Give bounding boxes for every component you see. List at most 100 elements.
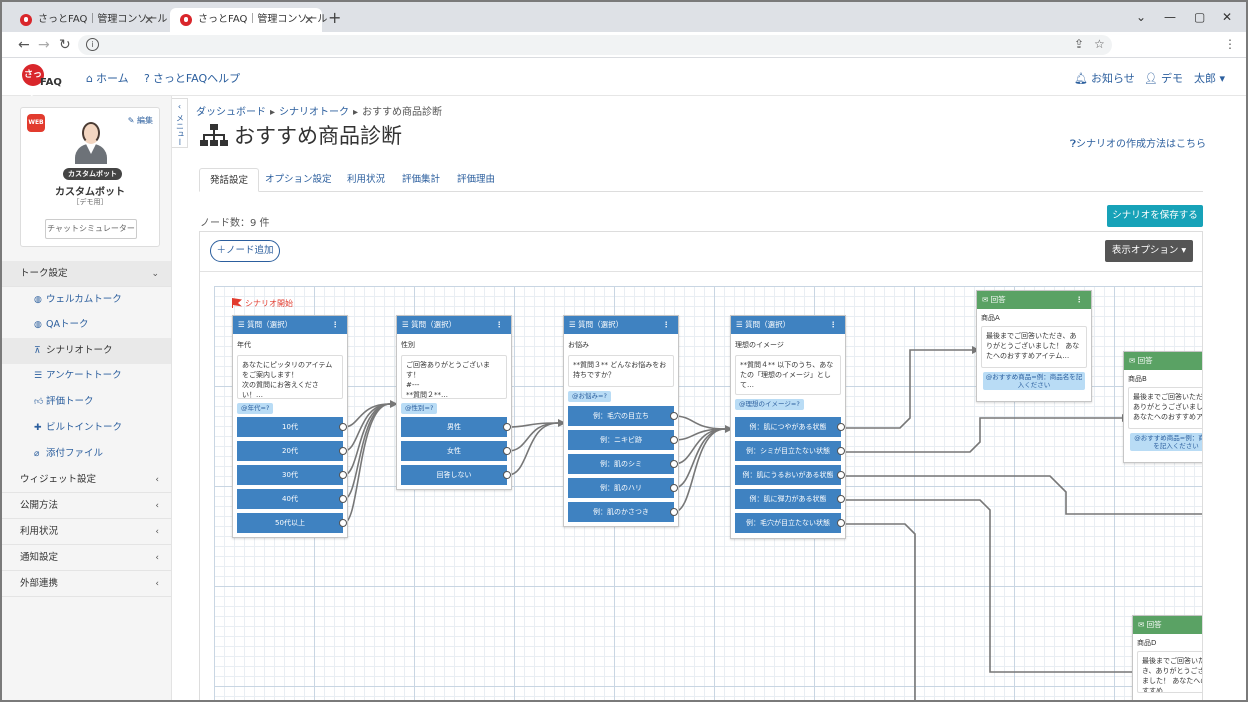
browser-tab-1[interactable]: さっとFAQ｜管理コンソール ✕ xyxy=(10,8,167,32)
option-firmness[interactable]: 例：肌のハリ xyxy=(568,478,678,498)
scenario-help-link[interactable]: ❓︎シナリオの作成方法はこちら xyxy=(1070,139,1207,150)
connector-handle[interactable] xyxy=(670,484,678,492)
node-menu-icon[interactable]: ⋮ xyxy=(1075,295,1084,304)
sidebar-item-qa[interactable]: ◍QAトーク xyxy=(2,312,171,338)
connector-handle[interactable] xyxy=(837,423,845,431)
option-female[interactable]: 女性 xyxy=(401,441,511,461)
option-50s-plus[interactable]: 50代以上 xyxy=(237,513,347,533)
tab-search-icon[interactable]: ⌄ xyxy=(1136,10,1147,24)
question-node-ideal[interactable]: ☰ 質問（選択）⋮ 理想のイメージ **質問４** 以下のうち、あなたの「理想の… xyxy=(730,315,846,539)
connector-handle[interactable] xyxy=(503,471,511,479)
node-menu-icon[interactable]: ⋮ xyxy=(662,320,671,329)
node-menu-icon[interactable]: ⋮ xyxy=(495,320,504,329)
option-no-answer[interactable]: 回答しない xyxy=(401,465,511,485)
menu-section-talk[interactable]: トーク設定⌄ xyxy=(2,261,171,287)
user-menu[interactable]: 👤︎デモ 太郎 ▾ xyxy=(1144,72,1225,85)
connector-handle[interactable] xyxy=(339,495,347,503)
connector-handle[interactable] xyxy=(837,447,845,455)
answer-node-d[interactable]: ✉ 回答 商品D 最後までご回答いただき、ありがとうございました！ あなたへのお… xyxy=(1132,615,1202,700)
breadcrumb-scenario[interactable]: シナリオトーク xyxy=(279,107,350,118)
node-variable: @年代=? xyxy=(237,403,274,414)
tab-utterance[interactable]: 発話設定 xyxy=(199,168,260,192)
connector-handle[interactable] xyxy=(339,447,347,455)
connector-handle[interactable] xyxy=(503,423,511,431)
menu-section-publish[interactable]: 公開方法‹ xyxy=(2,493,171,519)
connector-handle[interactable] xyxy=(837,519,845,527)
tab-options[interactable]: オプション設定 xyxy=(265,174,332,185)
menu-section-usage[interactable]: 利用状況‹ xyxy=(2,519,171,545)
minimize-icon[interactable]: — xyxy=(1164,10,1176,24)
connector-handle[interactable] xyxy=(670,412,678,420)
edit-link[interactable]: ✎ 編集 xyxy=(127,116,153,125)
node-menu-icon[interactable]: ⋮ xyxy=(829,320,838,329)
connector-handle[interactable] xyxy=(339,471,347,479)
connector-handle[interactable] xyxy=(503,447,511,455)
reload-icon[interactable]: ↻ xyxy=(59,37,71,53)
connector-handle[interactable] xyxy=(339,519,347,527)
home-link[interactable]: ⌂ホーム xyxy=(86,72,129,85)
option-dryness[interactable]: 例：肌のかさつき xyxy=(568,502,678,522)
address-bar[interactable]: i xyxy=(78,35,1112,55)
sidebar-item-builtin[interactable]: ✚ビルトイントーク xyxy=(2,415,171,441)
option-male[interactable]: 男性 xyxy=(401,417,511,437)
browser-menu-icon[interactable]: ⋮ xyxy=(1224,37,1236,51)
tab-usage[interactable]: 利用状況 xyxy=(347,174,386,185)
option-30s[interactable]: 30代 xyxy=(237,465,347,485)
node-menu-icon[interactable]: ⋮ xyxy=(331,320,340,329)
option-pores-invisible[interactable]: 例：毛穴が目立たない状態 xyxy=(735,513,845,533)
close-tab-icon[interactable]: ✕ xyxy=(303,13,314,27)
menu-section-integration[interactable]: 外部連携‹ xyxy=(2,571,171,597)
option-glossy[interactable]: 例：肌につやがある状態 xyxy=(735,417,845,437)
tab-rating-summary[interactable]: 評価集計 xyxy=(402,174,441,185)
save-scenario-button[interactable]: シナリオを保存する xyxy=(1107,205,1203,227)
sidebar-item-welcome[interactable]: ◍ウェルカムトーク xyxy=(2,287,171,313)
option-spots[interactable]: 例：肌のシミ xyxy=(568,454,678,474)
display-options-button[interactable]: 表示オプション ▾ xyxy=(1105,240,1193,262)
notice-link[interactable]: 🔔︎お知らせ xyxy=(1074,72,1135,85)
forward-icon[interactable]: → xyxy=(38,37,50,53)
connector-handle[interactable] xyxy=(837,495,845,503)
scenario-canvas[interactable]: ＋ノード追加 表示オプション ▾ xyxy=(199,231,1203,700)
sidebar-item-rating[interactable]: 👍︎評価トーク xyxy=(2,389,171,415)
option-no-spots[interactable]: 例：シミが目立たない状態 xyxy=(735,441,845,461)
add-node-button[interactable]: ＋ノード追加 xyxy=(210,240,280,262)
sidebar-item-survey[interactable]: ☰アンケートトーク xyxy=(2,363,171,389)
option-40s[interactable]: 40代 xyxy=(237,489,347,509)
tab-rating-reason[interactable]: 評価理由 xyxy=(457,174,496,185)
question-node-age[interactable]: ☰ 質問（選択）⋮ 年代 あなたにピッタリのアイテムをご案内します！ 次の質問に… xyxy=(232,315,348,538)
connector-handle[interactable] xyxy=(670,436,678,444)
option-pores[interactable]: 例：毛穴の目立ち xyxy=(568,406,678,426)
sidebar-item-attachment[interactable]: ⌀添付ファイル xyxy=(2,441,171,467)
bookmark-star-icon[interactable]: ☆ xyxy=(1094,37,1105,51)
back-icon[interactable]: ← xyxy=(18,37,30,53)
connector-handle[interactable] xyxy=(670,460,678,468)
chat-simulator-button[interactable]: チャットシミュレーター xyxy=(45,219,137,239)
connector-handle[interactable] xyxy=(837,471,845,479)
option-elastic[interactable]: 例：肌に弾力がある状態 xyxy=(735,489,845,509)
site-info-icon[interactable]: i xyxy=(86,38,99,51)
answer-node-a[interactable]: ✉ 回答⋮ 商品A 最後までご回答いただき、ありがとうございました！ あなたへの… xyxy=(976,290,1092,402)
option-acne-scars[interactable]: 例：ニキビ跡 xyxy=(568,430,678,450)
option-moist[interactable]: 例：肌にうるおいがある状態 xyxy=(735,465,845,485)
close-tab-icon[interactable]: ✕ xyxy=(143,13,154,27)
connector-handle[interactable] xyxy=(339,423,347,431)
browser-tab-2[interactable]: さっとFAQ｜管理コンソール ✕ xyxy=(170,8,327,32)
window-close-icon[interactable]: ✕ xyxy=(1222,10,1233,24)
option-20s[interactable]: 20代 xyxy=(237,441,347,461)
maximize-icon[interactable]: ▢ xyxy=(1194,10,1206,24)
option-10s[interactable]: 10代 xyxy=(237,417,347,437)
answer-node-b[interactable]: ✉ 回答 商品B 最後までご回答いただき、ありがとうございました！ あなたへのお… xyxy=(1123,351,1202,463)
sidebar-toggle[interactable]: ‹ メニュー xyxy=(172,98,188,148)
menu-section-notify[interactable]: 通知設定‹ xyxy=(2,545,171,571)
satto-faq-logo[interactable]: さっと FAQ xyxy=(22,64,66,102)
menu-section-widget[interactable]: ウィジェット設定‹ xyxy=(2,467,171,493)
node-header: ☰ 質問（選択）⋮ xyxy=(397,316,511,334)
question-node-gender[interactable]: ☰ 質問（選択）⋮ 性別 ご回答ありがとうございます！ #--- **質問２**… xyxy=(396,315,512,490)
connector-handle[interactable] xyxy=(670,508,678,516)
breadcrumb-dashboard[interactable]: ダッシュボード xyxy=(196,107,266,118)
share-icon[interactable]: ⇪ xyxy=(1074,37,1085,51)
new-tab-button[interactable]: + xyxy=(328,8,342,27)
sidebar-item-scenario[interactable]: ⊼シナリオトーク xyxy=(2,338,171,364)
question-node-concern[interactable]: ☰ 質問（選択）⋮ お悩み **質問３** どんなお悩みをお持ちですか？ @お悩… xyxy=(563,315,679,527)
help-link[interactable]: ?さっとFAQヘルプ xyxy=(144,72,241,85)
